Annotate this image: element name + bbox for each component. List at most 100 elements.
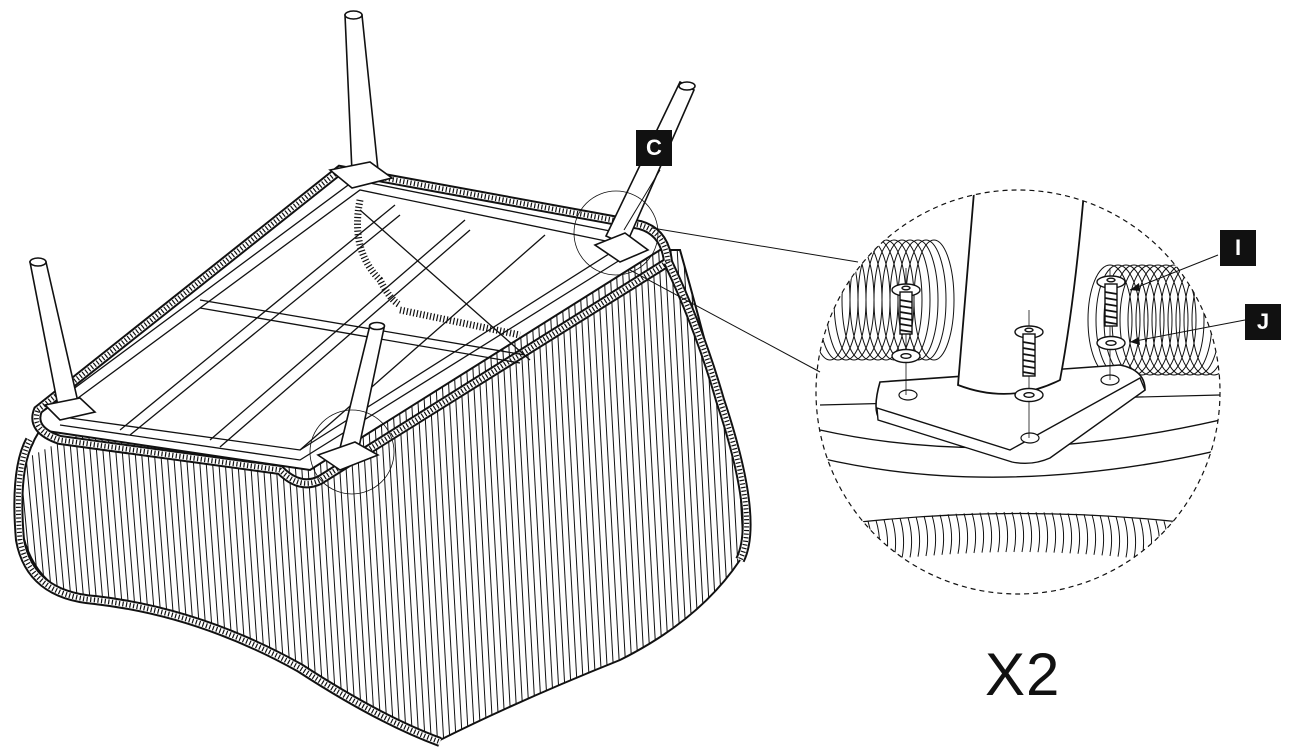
screw-right [1096,275,1126,327]
top-rim-hatch [33,167,671,486]
woven-cord [521,250,551,740]
bottom-rim-hatch [15,438,441,745]
woven-cord [589,250,619,740]
detail-coil [841,239,883,361]
fringe-coil [907,517,913,558]
woven-cord [428,264,458,740]
woven-cord [279,336,309,740]
fringe-coil [1019,511,1025,553]
fringe-coil [867,521,873,562]
woven-cord [298,327,328,740]
fringe-coil [1035,512,1041,553]
detail-leg-tube [957,190,1086,395]
woven-cord [608,250,638,740]
part-label-c: C [636,130,672,166]
woven-cord [255,348,285,740]
fringe-coil [1139,518,1145,559]
woven-cord [707,250,737,740]
woven-cord [199,374,229,740]
fringe-coil [1171,521,1177,563]
part-label-i: I [1220,230,1256,266]
fringe-coil [1155,520,1161,561]
woven-cord [391,282,421,740]
woven-cord [478,250,508,740]
fringe-coil [931,515,937,556]
detail-view [623,169,1246,595]
quantity-label: X2 [985,641,1061,708]
leg-front-left [29,257,97,421]
woven-cord [752,250,780,754]
leg-back-left [328,10,394,189]
detail-coil [1151,264,1197,376]
washers [891,335,1126,403]
woven-cord [441,258,471,740]
woven-cord [596,250,626,740]
detail-coil [849,239,891,361]
woven-cord [577,250,607,740]
detail-coil [913,239,955,361]
woven-cord [651,250,681,740]
screw-centre [1014,325,1044,377]
detail-coil [1135,264,1181,376]
fringe-coil [1011,511,1017,553]
woven-cord [248,351,278,740]
woven-cord [267,342,297,740]
fringe-coil [1027,511,1033,553]
woven-cord [205,371,235,740]
woven-cord [503,250,533,740]
fringe-coil [1115,516,1121,557]
woven-cord [273,339,303,740]
fringe-coil [923,515,929,557]
woven-cord [583,250,613,740]
woven-cord [453,252,483,740]
detail-circle-front-right [309,409,395,495]
detail-coil [1143,264,1189,376]
fringe-coil [979,512,985,553]
fringe-coil [1131,517,1137,559]
woven-cord [620,250,650,740]
fringe-coil [1107,515,1113,557]
woven-cord [484,250,514,740]
fringe-coil [1099,515,1105,556]
fringe-coil [883,519,889,560]
woven-cord [496,250,526,740]
detail-coil [833,239,875,361]
fringe-coil [1123,517,1129,558]
woven-cord [180,383,210,740]
fringe-coil [939,514,945,555]
fringe-coil [1043,512,1049,553]
detail-coil [857,239,899,361]
woven-cord [758,250,786,754]
fringe-coil [875,520,881,561]
detail-circle-back-right [573,190,659,276]
fringe-coil [1059,512,1065,554]
bottom-rim-inner [15,438,442,745]
inner-coils [354,199,521,339]
fringe-coil [1075,513,1081,554]
woven-cord [614,250,644,740]
woven-cord [627,250,657,740]
fringe-coil [1051,512,1057,553]
fringe-coil [915,516,921,557]
woven-cord [447,255,477,740]
woven-cord [602,250,632,740]
bottom-rim-outer [13,437,442,747]
fringe-coil [1091,514,1097,555]
fringe-coil [1003,511,1009,553]
woven-side-panel [19,250,786,754]
fringe-coil [1083,514,1089,555]
detail-coil [1119,264,1165,376]
fringe-coil [963,513,969,554]
woven-cord [645,250,675,740]
fringe-coil [1147,519,1153,560]
woven-cord [639,250,669,740]
woven-cord [410,273,440,740]
woven-cord [534,250,564,740]
detail-coil [1127,264,1173,376]
fringe-coil [947,514,953,555]
woven-cord [385,285,415,740]
back-rim-hatch [665,260,750,562]
woven-cord [292,330,322,740]
woven-cord [403,276,433,740]
woven-cord [664,250,694,740]
